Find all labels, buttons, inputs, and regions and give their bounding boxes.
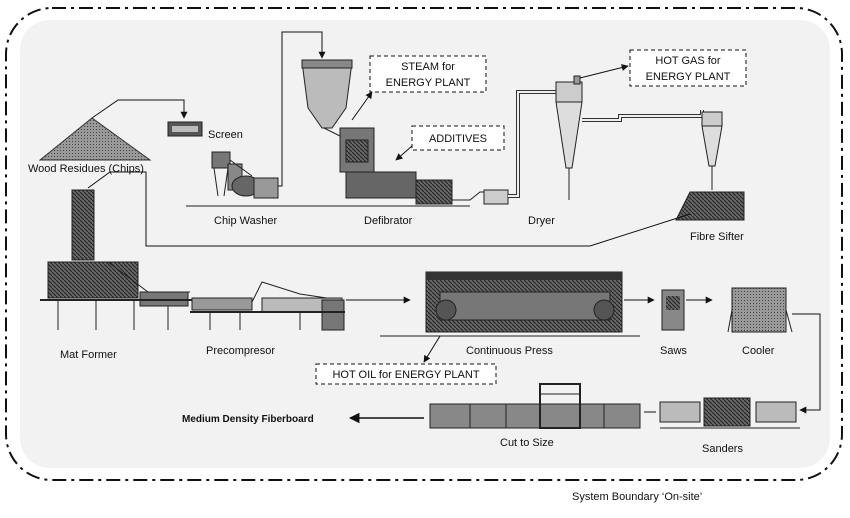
label-saws: Saws <box>660 345 687 357</box>
note-hotoil-text: HOT OIL for ENERGY PLANT <box>332 369 479 381</box>
fibre-sifter-unit <box>675 191 745 221</box>
flow-sifter-to-former <box>87 171 691 247</box>
flow-press-to-hotoil <box>423 335 441 363</box>
label-defibrator: Defibrator <box>364 215 413 227</box>
saws-unit <box>661 289 685 331</box>
note-steam-line1: STEAM for <box>401 61 455 73</box>
label-product: Medium Density Fiberboard <box>182 414 314 425</box>
note-hotgas-line1: HOT GAS for <box>655 55 721 67</box>
label-fibre-sifter: Fibre Sifter <box>690 231 744 243</box>
flow-defibrator-to-steam <box>351 91 373 121</box>
defibrator-unit <box>301 59 453 205</box>
note-steam: STEAM for ENERGY PLANT <box>369 55 487 93</box>
diagram-background <box>20 20 830 468</box>
sanders-unit <box>659 397 800 429</box>
chip-washer-unit <box>211 151 279 199</box>
precompressor-unit <box>190 281 345 331</box>
label-screen: Screen <box>208 129 243 141</box>
note-hotoil: HOT OIL for ENERGY PLANT <box>315 363 497 385</box>
label-continuous-press: Continuous Press <box>466 345 553 357</box>
note-hotgas-line2: ENERGY PLANT <box>646 71 731 83</box>
label-mat-former: Mat Former <box>60 349 117 361</box>
label-cooler: Cooler <box>742 345 775 357</box>
cut-to-size-unit <box>429 383 641 429</box>
label-dryer: Dryer <box>528 215 555 227</box>
continuous-press-unit <box>380 271 640 337</box>
flow-pile-to-screen <box>91 99 188 119</box>
system-boundary <box>5 7 843 481</box>
label-cut-to-size: Cut to Size <box>500 437 554 449</box>
cooler-unit <box>727 287 793 333</box>
note-additives-text: ADDITIVES <box>429 133 487 145</box>
flow-cooler-to-sanders <box>792 313 821 414</box>
note-hotgas: HOT GAS for ENERGY PLANT <box>629 49 747 87</box>
label-precompressor: Precompresor <box>206 345 275 357</box>
note-steam-line2: ENERGY PLANT <box>386 77 471 89</box>
flow-dryer-to-hotgas <box>579 64 629 79</box>
dryer-unit <box>452 75 723 205</box>
label-sanders: Sanders <box>702 443 743 455</box>
label-chip-washer: Chip Washer <box>214 215 278 227</box>
wood-chips-pile <box>38 117 152 161</box>
note-additives: ADDITIVES <box>411 125 505 151</box>
flow-washer-to-defibrator <box>278 31 326 187</box>
flow-additives-to-defibrator <box>395 145 413 161</box>
label-wood-residues: Wood Residues (Chips) <box>28 163 144 175</box>
system-boundary-caption: System Boundary ‘On-site’ <box>572 491 702 503</box>
screen-unit <box>167 121 203 137</box>
mat-former-unit <box>40 189 192 330</box>
